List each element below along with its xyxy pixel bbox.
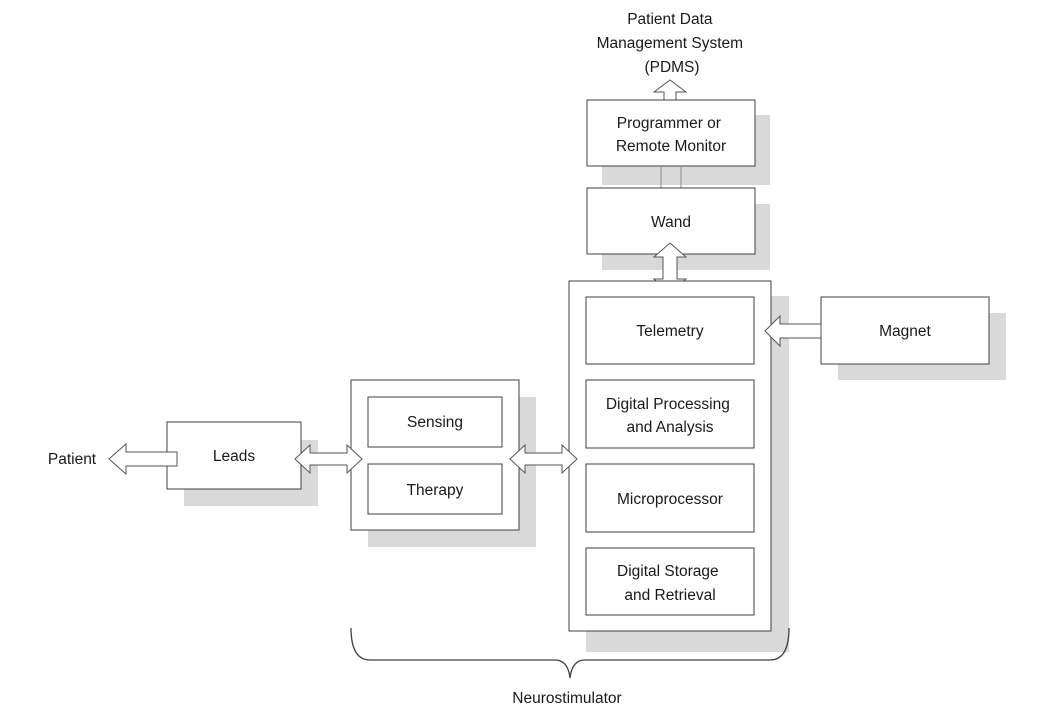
leads-to-patient-arrow <box>108 442 178 476</box>
digital-processing-label: Digital Processing and Analysis <box>606 396 734 436</box>
pdms-line-2: Management System <box>597 35 743 52</box>
telemetry-label: Telemetry <box>636 323 703 340</box>
microprocessor-label: Microprocessor <box>617 491 723 508</box>
pdms-line-1: Patient Data <box>627 11 713 28</box>
digital-processing-box <box>585 379 755 449</box>
therapy-box <box>367 463 503 515</box>
pdms-label: Patient Data Management System (PDMS) <box>597 11 748 76</box>
sensing-unit-double-arrow <box>509 443 578 475</box>
programmer-to-pdms-arrow <box>652 79 688 101</box>
magnet-label: Magnet <box>879 323 931 340</box>
programmer-box <box>586 99 756 167</box>
sensing-therapy-unit: Sensing Therapy <box>350 379 536 547</box>
neurostimulator-label: Neurostimulator <box>512 690 621 707</box>
digital-storage-line-1: Digital Storage <box>617 563 719 580</box>
magnet-box <box>820 296 990 365</box>
digital-processing-line-2: and Analysis <box>626 419 713 436</box>
programmer-label: Programmer or Remote Monitor <box>616 115 726 155</box>
magnet-node: Magnet <box>820 296 1006 380</box>
digital-storage-line-2: and Retrieval <box>624 587 715 604</box>
sensing-label: Sensing <box>407 414 463 431</box>
sensing-box <box>367 396 503 448</box>
leads-sensing-double-arrow <box>294 443 363 475</box>
telemetry-box <box>585 296 755 365</box>
neurostimulator-brace <box>350 627 790 679</box>
microprocessor-box <box>585 463 755 533</box>
programmer-node: Programmer or Remote Monitor <box>586 99 770 185</box>
digital-storage-label: Digital Storage and Retrieval <box>617 563 723 604</box>
wand-box <box>586 187 756 255</box>
leads-node: Leads <box>166 421 318 506</box>
leads-label: Leads <box>213 448 255 465</box>
wand-node: Wand <box>586 187 770 270</box>
patient-label: Patient <box>48 451 97 468</box>
programmer-line-2: Remote Monitor <box>616 138 726 155</box>
digital-processing-line-1: Digital Processing <box>606 396 730 413</box>
pdms-line-3: (PDMS) <box>644 59 699 76</box>
digital-storage-box <box>585 547 755 616</box>
magnet-to-telemetry-arrow <box>764 314 822 348</box>
neurostimulator-unit: Telemetry Digital Processing and Analysi… <box>568 280 789 652</box>
wand-label: Wand <box>651 214 691 231</box>
programmer-line-1: Programmer or <box>617 115 721 132</box>
leads-box <box>166 421 302 490</box>
therapy-label: Therapy <box>407 482 464 499</box>
